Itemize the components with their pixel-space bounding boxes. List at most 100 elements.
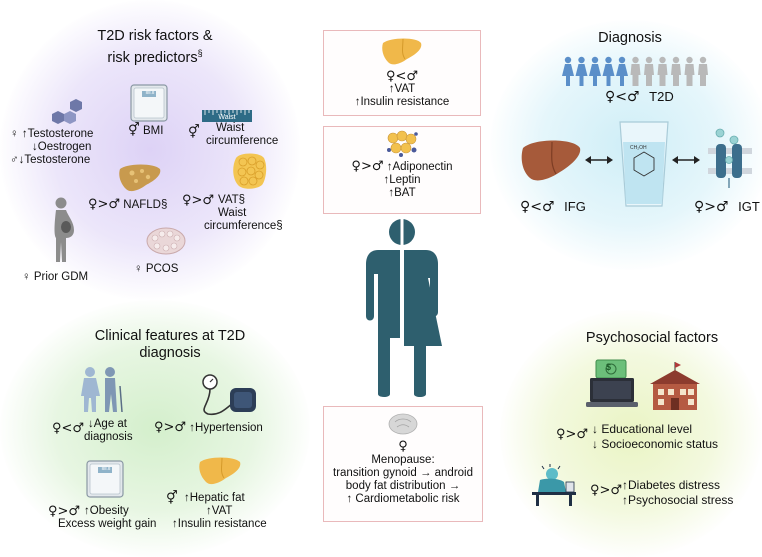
fatty-liver-icon [119, 164, 161, 192]
menopause-sex-symbol: ♀ [398, 439, 408, 454]
pregnant-woman-icon [54, 197, 74, 262]
man-icon [630, 56, 641, 86]
diagnosis-title: Diagnosis [598, 30, 662, 46]
psychosocial-title: Psychosocial factors [585, 330, 719, 346]
ovary-menopause-icon [388, 413, 418, 435]
waist-line1: Waist [216, 122, 245, 134]
liver-icon-top [382, 38, 422, 65]
education-line1: ↓ Educational level [592, 422, 693, 436]
pcos-label: ♀ PCOS [134, 263, 179, 275]
menopause-line3: body fat distribution → [345, 480, 461, 492]
risk-title-text: risk predictors [107, 49, 198, 66]
obesity-label: ♀>♂ ↑Obesity Excess weight gain [48, 505, 156, 531]
igt-sex-symbol: ♀>♂ [694, 199, 729, 215]
hypertension-sex-symbol: ♀>♂ [154, 420, 187, 435]
vat-sex-symbol: ♀>♂ [182, 193, 215, 208]
education-line2: ↓ Socioeconomic status [592, 437, 719, 451]
woman-icon [589, 56, 601, 86]
middle-box-line1: ♀>♂ ↑Adiponectin [323, 160, 481, 174]
people-icon-row [562, 56, 708, 86]
clinical-features-title: Clinical features at T2D diagnosis [60, 328, 280, 362]
menopause-line1: ♀ [323, 440, 483, 454]
ifg-sex-symbol: ♀<♂ [520, 199, 555, 215]
elderly-couple-icon [81, 367, 123, 413]
bmi-text: BMI [142, 125, 164, 137]
age-line2: diagnosis [84, 431, 133, 443]
scale-icon-obesity [86, 460, 124, 498]
vat-label: ♀>♂ VAT§ Waist circumference§ [182, 194, 283, 233]
scale-display-obesity: 88.8 [101, 466, 111, 471]
clinical-title-line1: Clinical features at T2D [94, 328, 246, 344]
glucose-transporter-icon [708, 128, 752, 188]
hepatic-line2: ↑VAT [206, 505, 233, 517]
measuring-tape-icon [202, 110, 252, 122]
bmi-sex-symbol: ⚥ [128, 123, 140, 138]
risk-title-line2: risk predictors§ [60, 45, 250, 67]
menopause-heading: Menopause: [371, 454, 435, 466]
nafld-label: ♀>♂ NAFLD§ [88, 198, 167, 212]
glucose-glass-icon [619, 121, 669, 207]
hypertension-label: ♀>♂ ↑Hypertension [154, 421, 263, 435]
risk-title-sup: § [197, 48, 203, 58]
top-box-sex-symbol: ♀<♂ [385, 69, 419, 84]
psychosocial-glow [500, 310, 762, 557]
male-female-figure [366, 218, 442, 398]
hypertension-text: ↑Hypertension [189, 422, 263, 434]
obesity-sex-symbol: ♀>♂ [48, 504, 81, 519]
t2d-label: ♀<♂ T2D [605, 90, 674, 104]
stress-sex-symbol: ♀>♂ [590, 483, 623, 498]
stress-line2: ↑Psychosocial stress [622, 493, 734, 507]
stress-line1: ↑Diabetes distress [622, 478, 721, 492]
testosterone-line1: ♀ ↑Testosterone [10, 128, 94, 140]
tape-label: Waist [218, 114, 236, 121]
woman-icon [575, 56, 588, 86]
ifg-text: IFG [564, 199, 586, 214]
waist-label: ⚥ Waist circumference [188, 122, 278, 148]
vat-line3: circumference§ [204, 220, 283, 232]
ovary-icon [146, 227, 186, 255]
t2d-sex-symbol: ♀<♂ [605, 89, 640, 105]
double-arrow-right [672, 156, 700, 164]
waist-line2: circumference [206, 135, 279, 147]
igt-label: ♀>♂ IGT [694, 200, 760, 214]
glucose-label: CH₂OH [630, 145, 647, 151]
man-icon [698, 56, 708, 86]
clinical-features-glow [0, 300, 310, 557]
hepatic-line1: ↑Hepatic fat [184, 492, 245, 504]
school-building-icon [650, 362, 700, 410]
hepatic-line3: ↑Insulin resistance [172, 518, 267, 530]
money-symbol: $ [606, 362, 612, 372]
visceral-fat-icon [233, 153, 267, 189]
t2d-text: T2D [649, 89, 674, 104]
man-icon [671, 56, 681, 86]
ifg-label: ♀<♂ IFG [520, 200, 586, 214]
testosterone-label: ♀ ↑Testosterone ↓Oestrogen ♂↓Testosteron… [10, 128, 120, 167]
hepatic-label: ⚥ ↑Hepatic fat ↑VAT ↑Insulin resistance [166, 492, 267, 531]
leptin-text: ↑Leptin [383, 174, 421, 186]
middle-box-sex-symbol: ♀>♂ [351, 159, 384, 174]
hepatic-fat-liver-icon [199, 457, 241, 485]
bat-text: ↑BAT [388, 187, 416, 199]
oestrogen-line: ↓Oestrogen [32, 141, 92, 153]
top-box-insulin: ↑Insulin resistance [354, 96, 450, 108]
education-sex-symbol: ♀>♂ [556, 427, 589, 442]
top-box-vat: ↑VAT [388, 83, 416, 95]
vat-line2: Waist [218, 207, 247, 219]
adipocyte-icon [387, 130, 418, 157]
blood-pressure-icon [202, 374, 256, 416]
nafld-sex-symbol: ♀>♂ [88, 197, 121, 212]
age-label: ♀<♂ ↓Age at diagnosis [52, 418, 133, 444]
age-line1: ↓Age at [88, 418, 127, 430]
woman-icon [562, 56, 574, 86]
age-sex-symbol: ♀<♂ [52, 421, 85, 436]
scale-icon [130, 84, 168, 122]
adiponectin-text: ↑Adiponectin [386, 161, 453, 173]
prior-gdm-label: ♀ Prior GDM [22, 271, 89, 283]
hormone-molecule-icon [52, 99, 82, 124]
double-arrow-left [585, 156, 613, 164]
man-icon [644, 56, 654, 86]
waist-sex-symbol: ⚥ [188, 125, 200, 140]
stressed-person-icon [532, 464, 576, 506]
man-icon [684, 56, 695, 86]
risk-factors-glow [0, 0, 300, 300]
